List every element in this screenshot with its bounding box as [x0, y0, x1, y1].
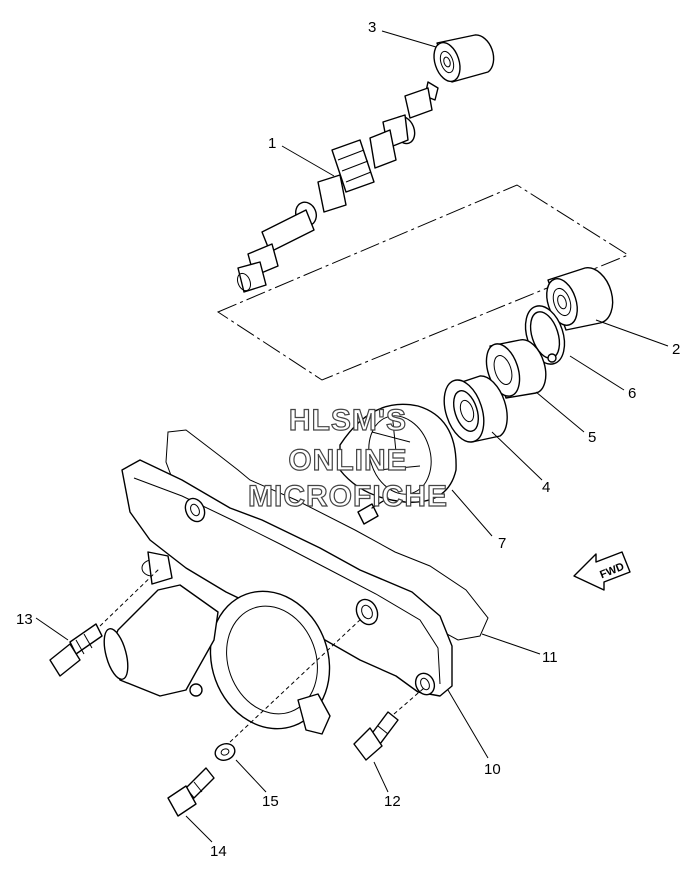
- fwd-arrow-icon: FWD: [573, 551, 631, 591]
- callout-4: 4: [542, 479, 550, 496]
- bearing-part-3: [433, 34, 495, 83]
- pump-cover-part-10: [121, 459, 453, 697]
- impeller-shaft-part-1: [236, 81, 439, 293]
- callout-7: 7: [498, 535, 506, 552]
- callout-6: 6: [628, 385, 636, 402]
- callout-labels: 1 2 3 4 5 6 7 10 11 12 13 14 15: [16, 19, 680, 860]
- mechanical-seal-part-4: [443, 375, 508, 443]
- callout-13: 13: [16, 611, 33, 628]
- bearing-part-2: [546, 267, 614, 331]
- bolt-part-13: [49, 567, 161, 677]
- callout-11: 11: [542, 649, 558, 666]
- washer-part-15: [214, 617, 363, 761]
- watermark-line-1: HLSM'S: [289, 404, 407, 437]
- watermark-line-2: ONLINE: [288, 444, 407, 477]
- callout-10: 10: [484, 761, 501, 778]
- bolt-part-14: [167, 767, 215, 817]
- watermark: HLSM'S ONLINE MICROFICHE: [247, 403, 448, 513]
- callout-3: 3: [368, 19, 376, 36]
- callout-1: 1: [268, 135, 276, 152]
- callout-2: 2: [672, 341, 680, 358]
- leader-lines: [35, 30, 669, 843]
- callout-12: 12: [384, 793, 401, 810]
- callout-14: 14: [210, 843, 227, 860]
- impeller-part-7: [339, 403, 457, 525]
- pump-housing-volute: [103, 584, 331, 735]
- watermark-line-3: MICROFICHE: [248, 480, 448, 513]
- bolt-part-12: [353, 687, 425, 761]
- callout-15: 15: [262, 793, 279, 810]
- callout-5: 5: [588, 429, 596, 446]
